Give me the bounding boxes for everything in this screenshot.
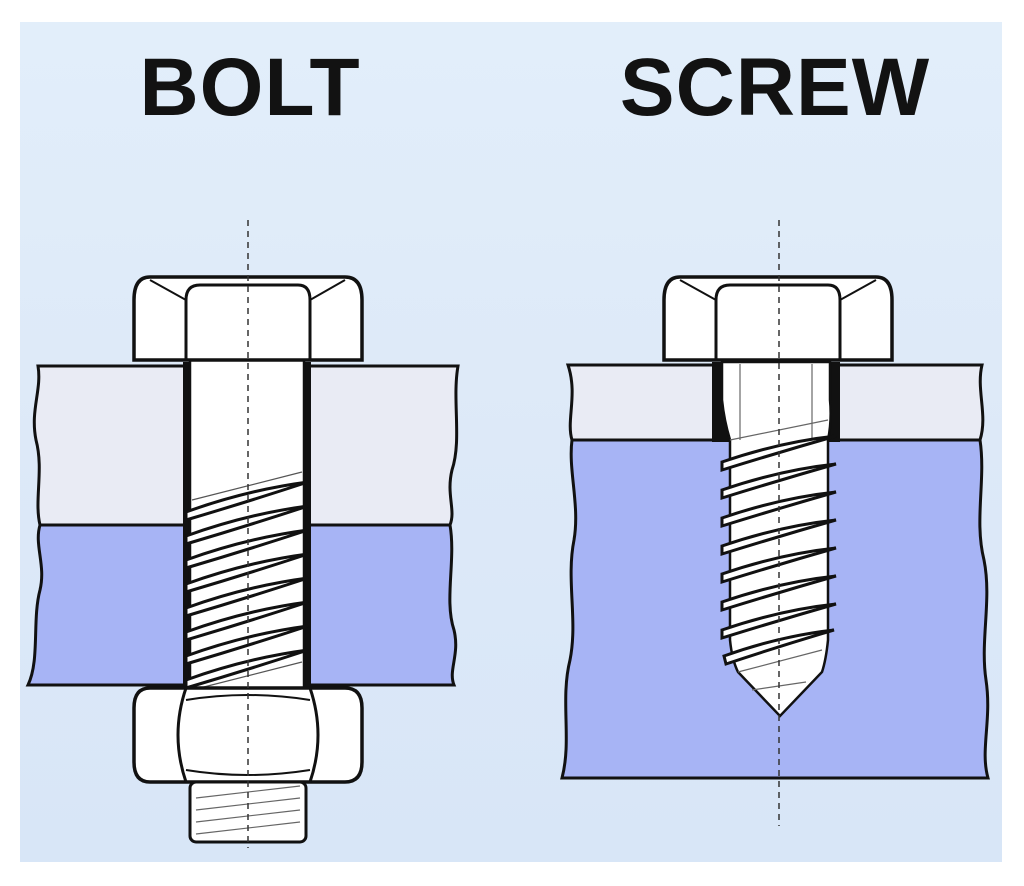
bolt-nut: [132, 686, 364, 784]
bolt-thread-lines: [191, 471, 303, 691]
bolt-title: BOLT: [139, 42, 361, 133]
screw-shading-lines: [729, 364, 829, 691]
screw-head: [662, 275, 894, 362]
screw-title: SCREW: [619, 42, 931, 133]
bolt-tail: [188, 780, 308, 844]
screw-assembly: [560, 220, 990, 826]
bolt-threads: [184, 480, 309, 691]
screw-threads: [720, 434, 837, 666]
bolt-assembly: [25, 220, 460, 848]
bolt-head: [132, 275, 364, 362]
